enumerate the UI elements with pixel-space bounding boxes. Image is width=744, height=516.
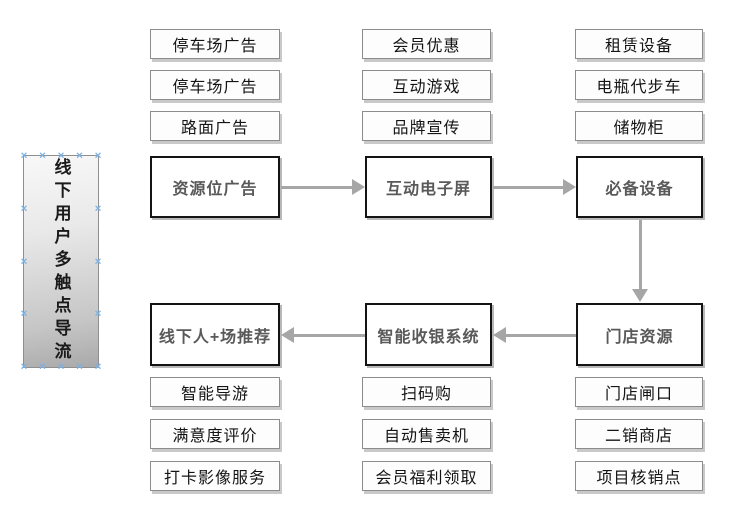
box-rental-equipment[interactable]: 租赁设备: [575, 29, 703, 59]
node-smart-checkout-system[interactable]: 智能收银系统: [365, 303, 492, 366]
node-essential-equipment-label: 必备设备: [605, 181, 674, 198]
selection-handle[interactable]: ✕: [20, 361, 28, 372]
node-resource-slot-ads[interactable]: 资源位广告: [150, 156, 280, 218]
arrow-down-equipment-to-store[interactable]: [632, 220, 648, 302]
box-secondary-sales-shop[interactable]: 二销商店: [575, 419, 703, 449]
selection-handle[interactable]: ✕: [94, 308, 102, 319]
arrow-line: [639, 220, 642, 289]
box-smart-tour-guide[interactable]: 智能导游: [150, 377, 280, 407]
box-scan-to-buy[interactable]: 扫码购: [362, 377, 491, 407]
box-store-gate-label: 门店闸口: [604, 386, 673, 403]
box-road-surface-ads-label: 路面广告: [180, 120, 249, 137]
box-smart-tour-guide-label: 智能导游: [180, 386, 249, 403]
selection-handle[interactable]: ✕: [38, 361, 47, 372]
box-parking-lot-ads-1-label: 停车场广告: [172, 38, 258, 55]
arrow-line: [294, 334, 365, 337]
box-vending-machine[interactable]: 自动售卖机: [362, 419, 491, 449]
box-project-redemption-point[interactable]: 项目核销点: [575, 461, 703, 491]
selection-handle[interactable]: ✕: [75, 150, 84, 161]
box-project-redemption-point-label: 项目核销点: [596, 470, 682, 487]
box-member-discount-label: 会员优惠: [392, 38, 461, 55]
arrow-line: [506, 334, 576, 337]
node-offline-person-place-recommendation[interactable]: 线下人+场推荐: [150, 303, 280, 366]
arrow-left-store-to-checkout[interactable]: [493, 327, 576, 343]
arrow-line: [281, 186, 352, 189]
box-interactive-games[interactable]: 互动游戏: [362, 70, 491, 100]
node-resource-slot-ads-label: 资源位广告: [172, 181, 258, 198]
node-essential-equipment[interactable]: 必备设备: [576, 156, 703, 218]
box-satisfaction-rating[interactable]: 满意度评价: [150, 419, 280, 449]
selection-handle[interactable]: ✕: [38, 150, 47, 161]
node-store-resources[interactable]: 门店资源: [576, 303, 703, 366]
selection-handle[interactable]: ✕: [94, 150, 102, 161]
selection-handle[interactable]: ✕: [75, 361, 84, 372]
arrow-right-resource-to-screen[interactable]: [281, 179, 365, 195]
box-brand-promotion[interactable]: 品牌宣传: [362, 111, 491, 141]
node-offline-multi-touchpoint-label: 线下用户多触点导流: [51, 158, 71, 365]
selection-handle[interactable]: ✕: [94, 361, 102, 372]
selection-handle[interactable]: ✕: [20, 203, 28, 214]
box-checkin-photo-service-label: 打卡影像服务: [163, 470, 266, 487]
arrow-head-down-icon: [632, 289, 648, 302]
selection-handle[interactable]: ✕: [57, 361, 65, 372]
selection-handle[interactable]: ✕: [20, 308, 28, 319]
node-interactive-screen-label: 互动电子屏: [385, 181, 471, 198]
box-road-surface-ads[interactable]: 路面广告: [150, 111, 280, 141]
selection-handle[interactable]: ✕: [94, 203, 102, 214]
box-vending-machine-label: 自动售卖机: [383, 428, 469, 445]
box-secondary-sales-shop-label: 二销商店: [604, 428, 673, 445]
box-locker[interactable]: 储物柜: [575, 111, 703, 141]
selection-handle[interactable]: ✕: [20, 256, 28, 266]
arrow-right-screen-to-equipment[interactable]: [493, 179, 576, 195]
box-interactive-games-label: 互动游戏: [392, 79, 461, 96]
node-smart-checkout-system-label: 智能收银系统: [377, 328, 480, 346]
box-rental-equipment-label: 租赁设备: [604, 38, 673, 55]
selection-handle[interactable]: ✕: [57, 150, 65, 161]
selection-handle[interactable]: ✕: [94, 256, 102, 266]
box-member-benefit-pickup-label: 会员福利领取: [375, 470, 478, 487]
box-locker-label: 储物柜: [613, 120, 665, 137]
arrow-line: [493, 186, 563, 189]
box-scan-to-buy-label: 扫码购: [400, 386, 452, 403]
selection-handle[interactable]: ✕: [20, 150, 28, 161]
node-store-resources-label: 门店资源: [605, 328, 674, 346]
box-parking-lot-ads-2[interactable]: 停车场广告: [150, 70, 280, 100]
box-checkin-photo-service[interactable]: 打卡影像服务: [150, 461, 280, 491]
arrow-head-right-icon: [352, 179, 365, 195]
box-member-benefit-pickup[interactable]: 会员福利领取: [362, 461, 491, 491]
arrow-head-left-icon: [493, 327, 506, 343]
box-member-discount[interactable]: 会员优惠: [362, 29, 491, 59]
arrow-left-checkout-to-recommendation[interactable]: [281, 327, 365, 343]
node-offline-multi-touchpoint[interactable]: 线下用户多触点导流 ✕ ✕ ✕ ✕ ✕ ✕ ✕ ✕ ✕ ✕ ✕ ✕ ✕ ✕ ✕ …: [20, 150, 102, 371]
box-parking-lot-ads-1[interactable]: 停车场广告: [150, 29, 280, 59]
box-electric-scooter-label: 电瓶代步车: [596, 79, 682, 96]
box-electric-scooter[interactable]: 电瓶代步车: [575, 70, 703, 100]
box-store-gate[interactable]: 门店闸口: [575, 377, 703, 407]
box-parking-lot-ads-2-label: 停车场广告: [172, 79, 258, 96]
box-satisfaction-rating-label: 满意度评价: [172, 428, 258, 445]
box-brand-promotion-label: 品牌宣传: [392, 120, 461, 137]
node-offline-person-place-recommendation-label: 线下人+场推荐: [158, 328, 272, 346]
arrow-head-right-icon: [563, 179, 576, 195]
arrow-head-left-icon: [281, 327, 294, 343]
node-interactive-screen[interactable]: 互动电子屏: [365, 156, 492, 218]
